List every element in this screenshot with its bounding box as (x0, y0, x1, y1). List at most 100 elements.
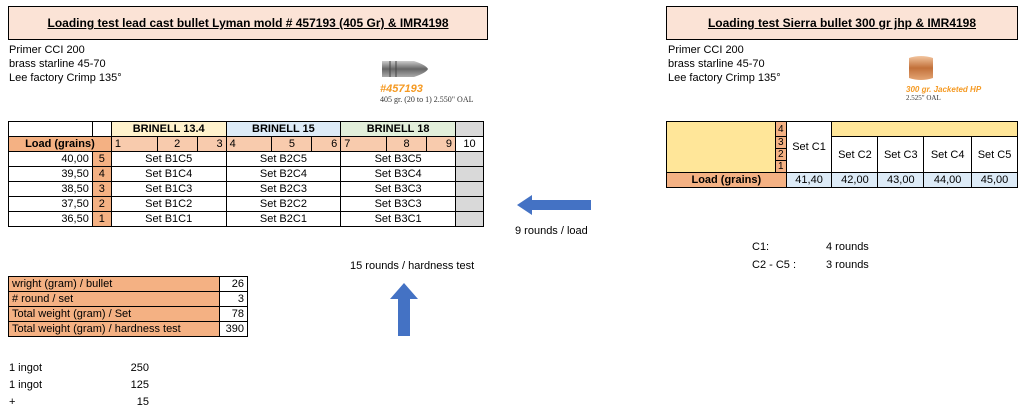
set-cell: Set B2C2 (225, 196, 342, 212)
set-cell: Set C4 (923, 136, 973, 173)
set-cell: Set B2C4 (225, 166, 342, 182)
table-row: 40,00 5 Set B1C5 Set B2C5 Set B3C5 (8, 151, 485, 167)
left-load-table: BRINELL 13.4 BRINELL 15 BRINELL 18 Load … (8, 121, 485, 227)
group-brinell-13-4: BRINELL 13.4 (110, 121, 227, 137)
load-value: 44,00 (923, 172, 973, 188)
col-header: 8 (386, 136, 428, 152)
left-title: Loading test lead cast bullet Lyman mold… (8, 6, 488, 40)
arrow-left-icon (517, 195, 591, 215)
ingot-value: 125 (130, 379, 149, 391)
left-info-crimp: Lee factory Crimp 135° (9, 72, 122, 84)
set-cell: Set B3C3 (340, 181, 456, 197)
arrow-up-icon (390, 283, 418, 336)
lead-bullet-sub: 405 gr. (20 to 1) 2.550" OAL (380, 95, 474, 104)
set-cell: Set B2C3 (225, 181, 342, 197)
right-info-brass: brass starline 45-70 (668, 58, 765, 70)
set-cell: Set B1C1 (110, 211, 227, 227)
sierra-bullet-icon (909, 56, 933, 80)
note-label-c1: C1: (752, 241, 770, 253)
set-cell: Set B1C4 (110, 166, 227, 182)
sierra-bullet-image: 300 gr. Jacketed HP 2.525" OAL (906, 54, 1021, 104)
row-index: 5 (91, 151, 112, 167)
col-header: 5 (271, 136, 313, 152)
right-title: Loading test Sierra bullet 300 gr jhp & … (666, 6, 1018, 40)
col-header: 10 (454, 136, 485, 152)
table-row: 39,50 4 Set B1C4 Set B2C4 Set B3C4 (8, 166, 485, 182)
ingot-label: + (9, 396, 16, 408)
set-cell: Set B3C5 (340, 151, 456, 167)
col-header: 1 (110, 136, 158, 152)
row-index: 4 (775, 121, 787, 137)
set-cell: Set C3 (877, 136, 925, 173)
lead-bullet-image: #457193 405 gr. (20 to 1) 2.550" OAL (380, 57, 490, 107)
load-value: 38,50 (8, 181, 93, 197)
set-cell: Set B1C2 (110, 196, 227, 212)
load-value: 37,50 (8, 196, 93, 212)
sierra-bullet-sub: 2.525" OAL (906, 94, 941, 102)
col-header: 9 (426, 136, 456, 152)
set-cell: Set C5 (971, 136, 1018, 173)
weight-label: # round / set (7, 291, 221, 307)
ingot-value: 250 (130, 362, 149, 374)
load-value: 42,00 (831, 172, 879, 188)
col-header: 6 (311, 136, 342, 152)
rounds-per-hardness: 15 rounds / hardness test (350, 260, 475, 272)
note-value-c2-c5: 3 rounds (826, 259, 869, 271)
row-index: 1 (91, 211, 112, 227)
load-value: 43,00 (877, 172, 925, 188)
ingot-label: 1 ingot (9, 379, 43, 391)
weight-label: Total weight (gram) / hardness test (7, 321, 221, 337)
col-header: 7 (340, 136, 388, 152)
lead-bullet-icon (382, 61, 428, 77)
load-value: 36,50 (8, 211, 93, 227)
right-load-table: 4 Set C1 3 Set C2 Set C3 Set C4 Set C5 2… (665, 121, 1018, 188)
right-info-primer: Primer CCI 200 (668, 44, 744, 56)
row-index: 2 (91, 196, 112, 212)
load-value: 41,40 (785, 172, 833, 188)
col-header: 2 (156, 136, 198, 152)
set-cell: Set B3C1 (340, 211, 456, 227)
left-info-brass: brass starline 45-70 (9, 58, 106, 70)
right-info-crimp: Lee factory Crimp 135° (668, 72, 781, 84)
set-cell: Set B3C3 (340, 196, 456, 212)
group-brinell-18: BRINELL 18 (340, 121, 456, 137)
table-row: 36,50 1 Set B1C1 Set B2C1 Set B3C1 (8, 211, 485, 227)
weight-label: Total weight (gram) / Set (7, 306, 221, 322)
rounds-per-load: 9 rounds / load (515, 225, 588, 237)
row-index: 4 (91, 166, 112, 182)
weight-value: 390 (219, 321, 248, 337)
ingot-label: 1 ingot (9, 362, 43, 374)
right-load-header: Load (grains) (666, 172, 787, 188)
note-value-c1: 4 rounds (826, 241, 869, 253)
load-value: 40,00 (8, 151, 93, 167)
row-index: 2 (775, 148, 787, 161)
col-header: 3 (196, 136, 227, 152)
note-label-c2-c5: C2 - C5 : (752, 259, 797, 271)
weight-value: 26 (219, 276, 248, 292)
set-cell: Set C2 (831, 136, 879, 173)
weight-value: 3 (219, 291, 248, 307)
table-row: 38,50 3 Set B1C3 Set B2C3 Set B3C3 (8, 181, 485, 197)
lead-bullet-label: #457193 (380, 83, 423, 95)
row-index: 3 (775, 136, 787, 149)
set-cell: Set B2C1 (225, 211, 342, 227)
set-cell: Set C1 (785, 121, 833, 173)
set-cell: Set B1C3 (110, 181, 227, 197)
table-row: 37,50 2 Set B1C2 Set B2C2 Set B3C3 (8, 196, 485, 212)
row-index: 3 (91, 181, 112, 197)
set-cell: Set B3C4 (340, 166, 456, 182)
col-header: 4 (225, 136, 273, 152)
load-header: Load (grains) (8, 136, 112, 152)
set-cell: Set B1C5 (110, 151, 227, 167)
sierra-bullet-label: 300 gr. Jacketed HP (906, 85, 982, 94)
load-value: 45,00 (971, 172, 1018, 188)
group-brinell-15: BRINELL 15 (225, 121, 342, 137)
row-index: 1 (775, 160, 787, 173)
left-info-primer: Primer CCI 200 (9, 44, 85, 56)
load-value: 39,50 (8, 166, 93, 182)
